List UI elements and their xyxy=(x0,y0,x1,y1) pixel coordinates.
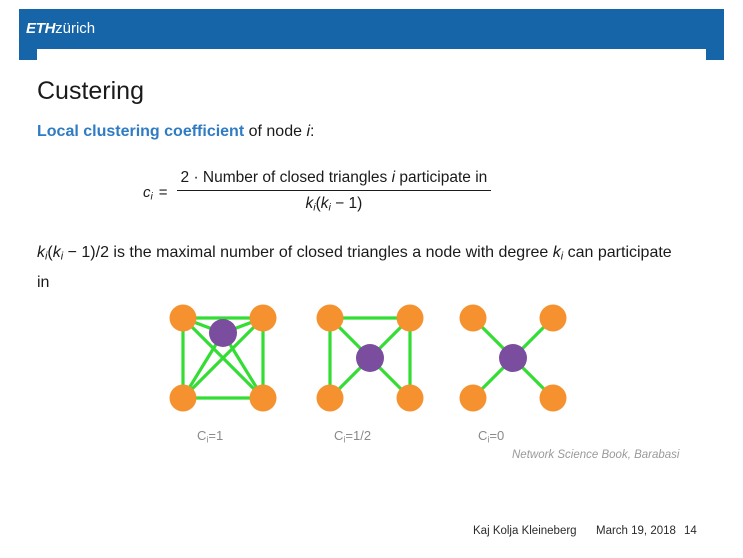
denominator-sub2: i xyxy=(328,201,331,214)
body-k3: k xyxy=(552,244,561,261)
caption-2-prefix: C xyxy=(334,428,344,443)
network-diagram-half xyxy=(316,304,424,412)
network-diagrams-svg xyxy=(169,304,567,412)
body-sub1: i xyxy=(45,250,48,263)
body-sub3: i xyxy=(560,250,564,263)
header-notch-right xyxy=(706,49,724,60)
body-text: ki(ki − 1)/2 is the maximal number of cl… xyxy=(37,240,687,296)
caption-2-value: =1/2 xyxy=(345,428,372,443)
network-diagram-full xyxy=(169,304,277,412)
network-diagram-star xyxy=(459,304,567,412)
denominator-open-paren: ( xyxy=(315,195,321,212)
caption-3-prefix: C xyxy=(478,428,488,443)
peripheral-node xyxy=(396,384,424,412)
figure-caption-1: Ci=1 xyxy=(197,428,223,445)
subline: Local clustering coefficient of node i: xyxy=(37,122,314,142)
footer-date: March 19, 2018 xyxy=(596,525,676,537)
header-notch-left xyxy=(19,49,37,60)
formula-numerator: 2 · Number of closed triangles i partici… xyxy=(177,168,492,190)
denominator-k2: k xyxy=(320,195,329,212)
eth-logo-mark: ETH xyxy=(26,20,56,37)
clustering-examples-figure xyxy=(160,300,590,460)
body-k2: k xyxy=(52,244,61,261)
formula-denominator: ki(ki − 1) xyxy=(301,191,366,218)
caption-1-prefix: C xyxy=(197,428,207,443)
center-node xyxy=(356,344,384,372)
numerator-prefix: 2 · Number of closed triangles xyxy=(180,169,392,186)
center-node xyxy=(209,319,237,347)
caption-3-value: =0 xyxy=(489,428,505,443)
peripheral-node xyxy=(316,384,344,412)
body-mid: − 1)/2 is the maximal number of closed t… xyxy=(63,244,553,261)
caption-1-value: =1 xyxy=(208,428,224,443)
header-band xyxy=(19,9,724,49)
slide-footer: Kaj Kolja Kleineberg March 19, 2018 14 xyxy=(0,525,743,545)
subline-rest: of node xyxy=(244,123,307,140)
numerator-italic-var: i xyxy=(391,169,396,186)
formula-equals: = xyxy=(158,184,168,202)
formula-lhs-subscript: i xyxy=(150,191,153,203)
footer-author: Kaj Kolja Kleineberg xyxy=(473,525,577,537)
footer-page-number: 14 xyxy=(684,525,697,537)
figure-attribution: Network Science Book, Barabasi xyxy=(512,449,680,461)
peripheral-node xyxy=(539,384,567,412)
formula-fraction: 2 · Number of closed triangles i partici… xyxy=(176,168,492,218)
peripheral-node xyxy=(249,304,277,332)
clustering-coefficient-formula: ci = 2 · Number of closed triangles i pa… xyxy=(143,168,492,218)
peripheral-node xyxy=(396,304,424,332)
page-title: Custering xyxy=(37,77,144,105)
denominator-k1: k xyxy=(305,195,314,212)
peripheral-node xyxy=(539,304,567,332)
subline-accent: Local clustering coefficient xyxy=(37,123,245,140)
body-open-paren: ( xyxy=(47,244,53,261)
caption-1-sub: i xyxy=(206,434,209,445)
peripheral-node xyxy=(169,384,197,412)
peripheral-node xyxy=(316,304,344,332)
subline-italic-var: i xyxy=(306,123,310,140)
peripheral-node xyxy=(249,384,277,412)
body-sub2: i xyxy=(60,250,64,263)
figure-caption-3: Ci=0 xyxy=(478,428,504,445)
body-tail: can participate in xyxy=(37,244,672,291)
formula-lhs: ci xyxy=(143,184,159,203)
subline-trailing: : xyxy=(310,123,315,140)
eth-logo-sub: zürich xyxy=(55,20,96,37)
formula-lhs-symbol: c xyxy=(143,183,151,201)
eth-zurich-logo: ETHzürich xyxy=(26,21,95,37)
body-k1: k xyxy=(37,244,45,261)
center-node xyxy=(499,344,527,372)
figure-caption-2: Ci=1/2 xyxy=(334,428,371,445)
numerator-suffix: participate in xyxy=(395,169,488,186)
caption-2-sub: i xyxy=(343,434,346,445)
peripheral-node xyxy=(169,304,197,332)
caption-3-sub: i xyxy=(487,434,490,445)
denominator-sub1: i xyxy=(313,201,316,214)
edge-diagonal-2 xyxy=(181,316,265,400)
peripheral-node xyxy=(459,384,487,412)
peripheral-node xyxy=(459,304,487,332)
denominator-tail: − 1) xyxy=(330,195,363,212)
fraction-bar xyxy=(176,190,492,191)
